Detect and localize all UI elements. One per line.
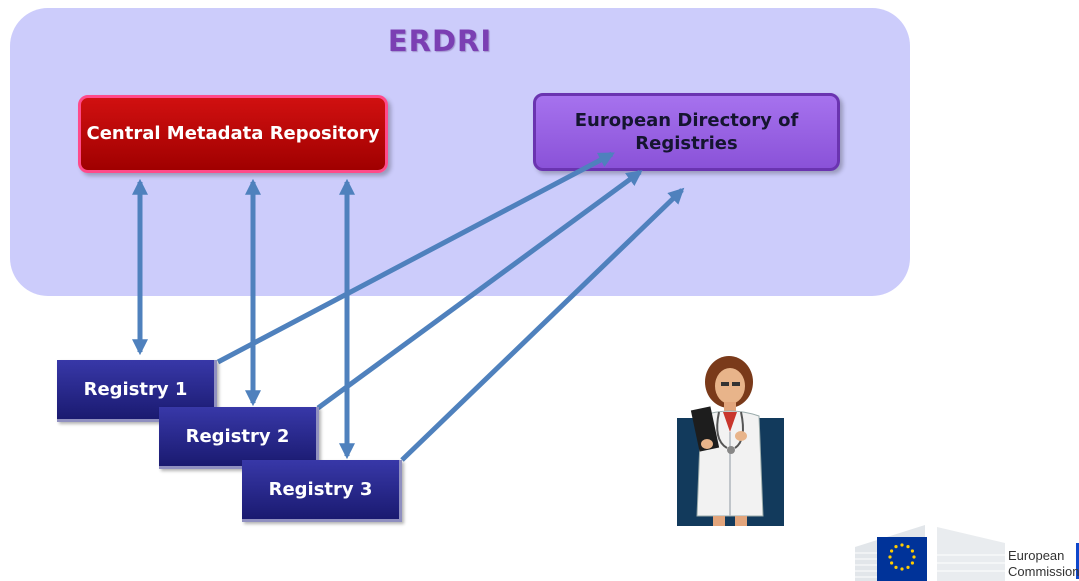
registry-1-box: Registry 1 — [57, 360, 217, 422]
doctor-illustration — [677, 356, 784, 526]
arrow-reg1-edr — [216, 151, 615, 365]
central-metadata-repository-box: Central Metadata Repository — [78, 95, 388, 173]
ec-logo-line1: European — [1008, 548, 1065, 563]
eu-flag-icon — [855, 525, 1079, 581]
erdri-title: ERDRI — [387, 24, 493, 58]
registry-2-box: Registry 2 — [159, 407, 319, 469]
european-directory-box: European Directory of Registries — [533, 93, 840, 171]
arrow-reg3-edr — [400, 187, 685, 462]
registry-3-box: Registry 3 — [242, 460, 402, 522]
ec-logo-line2: Commission — [1008, 564, 1079, 579]
arrow-reg2-edr — [316, 169, 643, 411]
